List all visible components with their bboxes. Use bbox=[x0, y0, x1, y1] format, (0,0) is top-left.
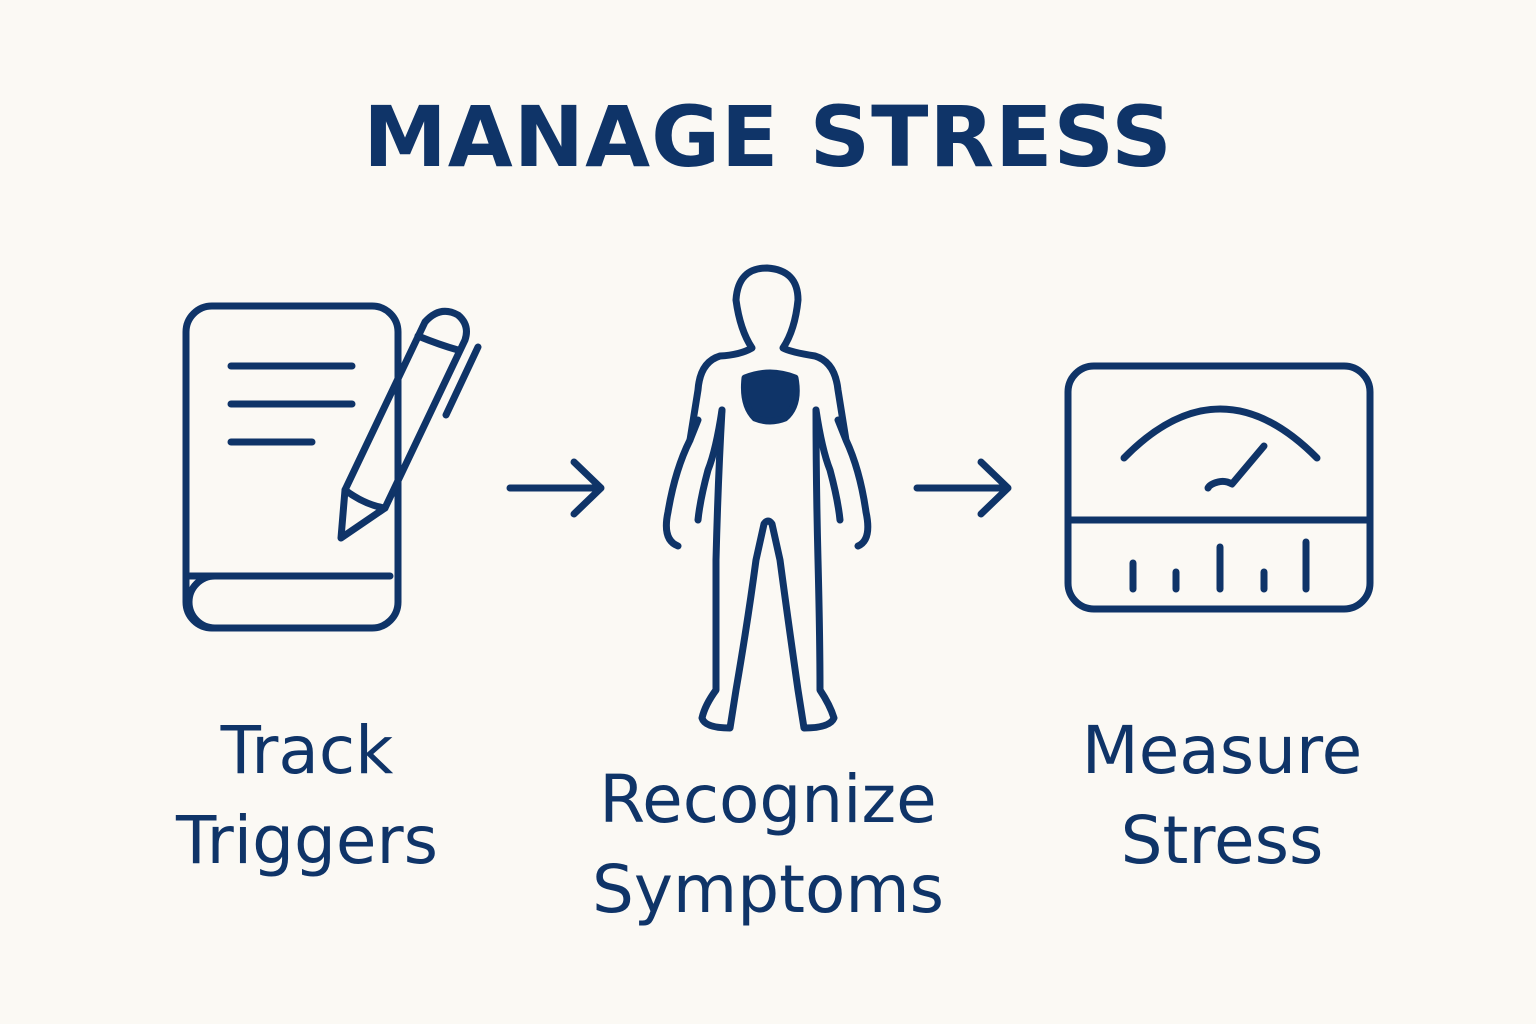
gauge-meter-icon bbox=[1064, 362, 1374, 613]
arrow-icon bbox=[506, 458, 605, 518]
step-label-track-triggers: Track Triggers bbox=[57, 706, 557, 886]
notebook-pencil-icon bbox=[182, 302, 482, 632]
step-label-line: Triggers bbox=[175, 802, 438, 879]
arrow-icon bbox=[913, 458, 1012, 518]
step-label-line: Symptoms bbox=[591, 851, 945, 928]
step-label-line: Track bbox=[220, 712, 394, 789]
diagram-title: MANAGE STRESS bbox=[363, 88, 1173, 186]
step-label-line: Recognize bbox=[599, 761, 937, 838]
step-label-recognize-symptoms: Recognize Symptoms bbox=[518, 755, 1018, 935]
step-label-measure-stress: Measure Stress bbox=[972, 706, 1472, 886]
step-label-line: Stress bbox=[1120, 802, 1324, 879]
step-label-line: Measure bbox=[1081, 712, 1363, 789]
human-body-icon bbox=[662, 264, 872, 732]
